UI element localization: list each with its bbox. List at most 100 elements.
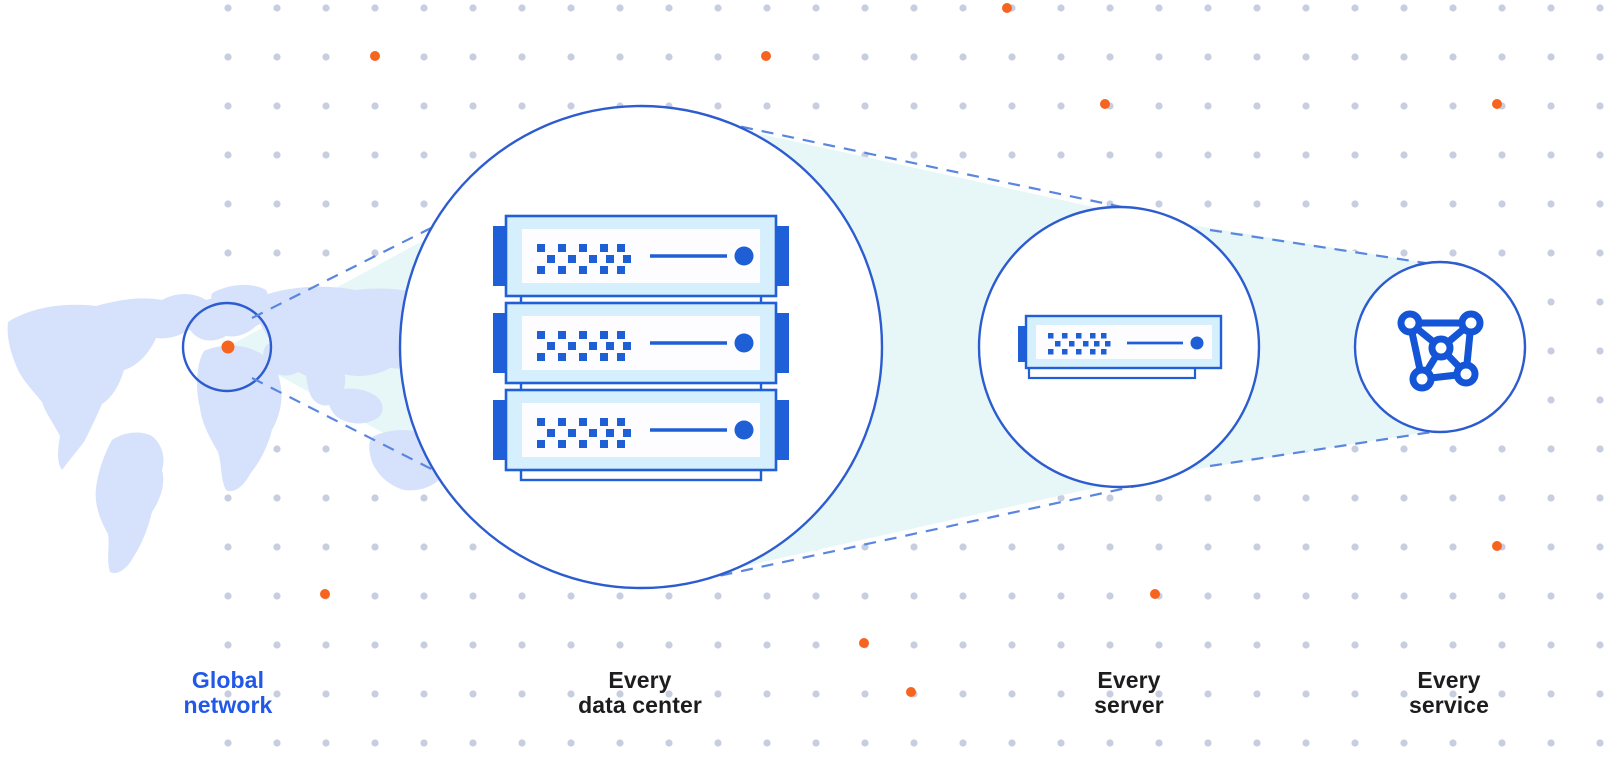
grid-dot: [1351, 543, 1359, 551]
grid-dot: [1008, 739, 1016, 747]
grid-dot: [224, 151, 232, 159]
grid-dot: [1008, 151, 1016, 159]
grid-dot: [1449, 690, 1457, 698]
grid-dot: [910, 4, 918, 12]
grid-dot: [812, 102, 820, 110]
grid-dot: [224, 592, 232, 600]
grid-dot: [959, 739, 967, 747]
grid-dot: [1449, 592, 1457, 600]
grid-dot: [1057, 690, 1065, 698]
grid-dot: [567, 53, 575, 61]
grid-dot: [371, 200, 379, 208]
grid-dot: [616, 53, 624, 61]
grid-dot: [1547, 200, 1555, 208]
grid-dot: [1498, 690, 1506, 698]
grid-dot: [763, 690, 771, 698]
grid-dot: [1449, 641, 1457, 649]
label-data-center: Every data center: [578, 667, 702, 718]
grid-dot: [567, 690, 575, 698]
grid-dot: [1253, 641, 1261, 649]
grid-dot: [1155, 641, 1163, 649]
grid-dot: [1155, 690, 1163, 698]
grid-dot: [1204, 690, 1212, 698]
grid-dot: [1351, 102, 1359, 110]
grid-dot: [1204, 592, 1212, 600]
grid-dot: [1596, 151, 1604, 159]
grid-dot: [518, 53, 526, 61]
grid-dot: [1155, 739, 1163, 747]
grid-dot: [1008, 592, 1016, 600]
grid-dot: [273, 102, 281, 110]
grid-dot: [224, 543, 232, 551]
grid-dot: [1400, 592, 1408, 600]
grid-dot: [273, 151, 281, 159]
grid-dot: [420, 200, 428, 208]
grid-dot: [1498, 494, 1506, 502]
grid-dot: [1400, 4, 1408, 12]
grid-dot: [1253, 151, 1261, 159]
grid-dot: [1596, 396, 1604, 404]
grid-dot: [959, 592, 967, 600]
grid-dot: [1449, 200, 1457, 208]
grid-dot: [469, 151, 477, 159]
grid-dot: [518, 102, 526, 110]
grid-dot: [273, 445, 281, 453]
grid-dot: [420, 53, 428, 61]
grid-dot: [1302, 53, 1310, 61]
grid-dot: [273, 739, 281, 747]
grid-dot: [1498, 200, 1506, 208]
grid-dot: [1253, 543, 1261, 551]
grid-dot: [1155, 151, 1163, 159]
grid-dot: [567, 739, 575, 747]
grid-dot: [273, 4, 281, 12]
grid-dot: [910, 151, 918, 159]
grid-dot: [812, 739, 820, 747]
grid-dot: [1400, 445, 1408, 453]
grid-dot: [1547, 739, 1555, 747]
grid-dot: [959, 53, 967, 61]
grid-dot: [1498, 445, 1506, 453]
grid-dot: [1057, 53, 1065, 61]
grid-dot: [1008, 690, 1016, 698]
grid-dot: [1057, 102, 1065, 110]
grid-dot: [469, 739, 477, 747]
grid-dot: [1008, 53, 1016, 61]
grid-dot: [1204, 53, 1212, 61]
orange-accent-dot: [761, 51, 771, 61]
grid-dot: [1204, 200, 1212, 208]
grid-dot: [322, 102, 330, 110]
orange-accent-dot: [320, 589, 330, 599]
grid-dot: [469, 543, 477, 551]
grid-dot: [861, 739, 869, 747]
grid-dot: [910, 102, 918, 110]
grid-dot: [518, 739, 526, 747]
grid-dot: [616, 592, 624, 600]
grid-dot: [1449, 494, 1457, 502]
grid-dot: [1596, 641, 1604, 649]
grid-dot: [224, 690, 232, 698]
orange-accent-dot: [1150, 589, 1160, 599]
grid-dot: [714, 641, 722, 649]
orange-accent-dot: [1492, 99, 1502, 109]
grid-dot: [273, 53, 281, 61]
grid-dot: [1155, 543, 1163, 551]
grid-dot: [1351, 690, 1359, 698]
grid-dot: [1400, 249, 1408, 257]
grid-dot: [959, 543, 967, 551]
grid-dot: [469, 4, 477, 12]
grid-dot: [812, 53, 820, 61]
grid-dot: [1400, 543, 1408, 551]
grid-dot: [1302, 592, 1310, 600]
grid-dot: [1547, 494, 1555, 502]
grid-dot: [1498, 53, 1506, 61]
grid-dot: [714, 739, 722, 747]
grid-dot: [861, 102, 869, 110]
grid-dot: [1204, 739, 1212, 747]
grid-dot: [322, 739, 330, 747]
grid-dot: [1596, 200, 1604, 208]
grid-dot: [1008, 102, 1016, 110]
grid-dot: [469, 53, 477, 61]
